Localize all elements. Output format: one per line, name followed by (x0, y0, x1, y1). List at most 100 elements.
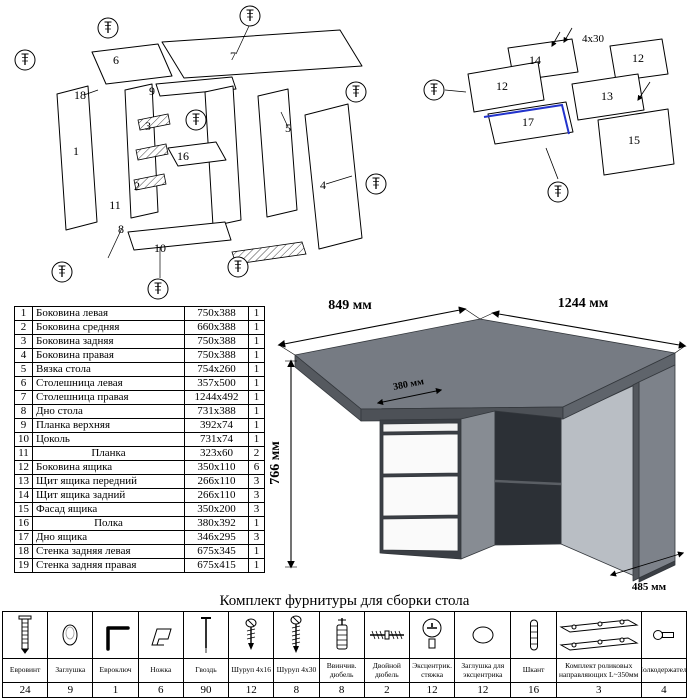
parts-cell-num: 6 (14, 376, 33, 391)
parts-cell-name: Стенка задняя правая (32, 558, 185, 573)
parts-cell-qty: 1 (248, 320, 265, 335)
parts-cell-num: 17 (14, 530, 33, 545)
parts-cell-name: Боковина ящика (32, 460, 185, 475)
parts-cell-qty: 3 (248, 474, 265, 489)
parts-cell-qty: 1 (248, 432, 265, 447)
desk-panels (56, 29, 363, 251)
parts-cell-name: Боковина правая (32, 348, 185, 363)
parts-cell-name: Щит ящика задний (32, 488, 185, 503)
screw-short-icon (229, 612, 273, 658)
hardware-item-qty: 8 (319, 682, 364, 697)
parts-cell-qty: 3 (248, 530, 265, 545)
parts-cell-size: 357x500 (184, 376, 249, 391)
part-number-label: 18 (74, 88, 86, 102)
panel-desktop-left (91, 43, 173, 85)
hardware-kit-title: Комплект фурнитуры для сборки стола (219, 593, 470, 609)
part-number-label: 13 (601, 89, 613, 103)
screw-size-label: 4x30 (582, 33, 605, 45)
right-side-panel (638, 364, 676, 579)
screw-callout-icon (345, 81, 367, 103)
parts-cell-qty: 1 (248, 376, 265, 391)
parts-cell-num: 16 (14, 516, 33, 531)
parts-cell-num: 18 (14, 544, 33, 559)
screw-callout-icon (14, 49, 36, 71)
double-dowel-icon (365, 612, 409, 658)
hardware-item-name: Евровинт (3, 658, 48, 682)
hardware-item-name: Эксцентрик. стяжка (409, 658, 455, 682)
roller-guides-icon (557, 612, 641, 658)
screw-callout-icon (423, 79, 445, 101)
parts-cell-size: 350x110 (184, 460, 249, 475)
parts-cell-qty: 3 (248, 488, 265, 503)
parts-cell-size: 731x388 (184, 404, 249, 419)
parts-cell-size: 731x74 (184, 432, 249, 447)
hardware-item-qty: 12 (229, 682, 274, 697)
hardware-item-name: Заглушка (48, 658, 93, 682)
parts-cell-name: Фасад ящика (32, 502, 185, 517)
parts-cell-num: 14 (14, 488, 33, 503)
parts-cell-num: 19 (14, 558, 33, 573)
parts-cell-size: 350x200 (184, 502, 249, 517)
parts-cell-name: Вязка стола (32, 362, 185, 377)
dim-label-766: 766 мм (268, 441, 283, 485)
parts-cell-size: 346x295 (184, 530, 249, 545)
parts-cell-size: 323x60 (184, 446, 249, 461)
panel-drawer-facade (597, 108, 675, 176)
dim-label-485: 485 мм (632, 581, 667, 593)
part-number-label: 6 (113, 53, 119, 67)
cam-callout-icon (185, 109, 207, 131)
part-number-label: 8 (118, 222, 124, 236)
parts-cell-num: 3 (14, 334, 33, 349)
parts-cell-qty: 1 (248, 516, 265, 531)
dim-label-1244: 1244 мм (558, 296, 609, 311)
panel-plinth (127, 221, 232, 251)
parts-cell-size: 750x388 (184, 348, 249, 363)
hardware-item-qty: 6 (138, 682, 183, 697)
shelf-edge (494, 479, 562, 486)
screw-callout-icon (227, 256, 249, 278)
hardware-item-qty: 1 (93, 682, 138, 697)
hardware-item-name: Шкант (511, 658, 556, 682)
dimension-labels: 849 мм 1244 мм 766 мм 380 мм 485 мм (268, 296, 667, 593)
parts-cell-qty: 6 (248, 460, 265, 475)
parts-cell-qty: 1 (248, 390, 265, 405)
nail-icon (184, 612, 228, 658)
parts-cell-size: 750x388 (184, 334, 249, 349)
panel-shelf (167, 141, 227, 167)
parts-cell-name: Боковина левая (32, 306, 185, 321)
desk-body (294, 318, 676, 583)
part-number-label: 1 (73, 144, 79, 158)
parts-cell-num: 4 (14, 348, 33, 363)
parts-cell-num: 5 (14, 362, 33, 377)
parts-cell-size: 675x345 (184, 544, 249, 559)
hardware-item-name: Шуруп 4x30 (274, 658, 319, 682)
hardware-item-qty: 9 (48, 682, 93, 697)
parts-cell-num: 7 (14, 390, 33, 405)
screw-callout-icon (97, 17, 119, 39)
desk-illustration: 849 мм 1244 мм 766 мм 380 мм 485 мм (268, 296, 687, 593)
parts-cell-qty: 1 (248, 362, 265, 377)
parts-cell-num: 8 (14, 404, 33, 419)
part-number-label: 11 (109, 198, 121, 212)
dim-line-485 (609, 551, 685, 577)
parts-cell-num: 1 (14, 306, 33, 321)
panel-side-left (56, 85, 98, 231)
